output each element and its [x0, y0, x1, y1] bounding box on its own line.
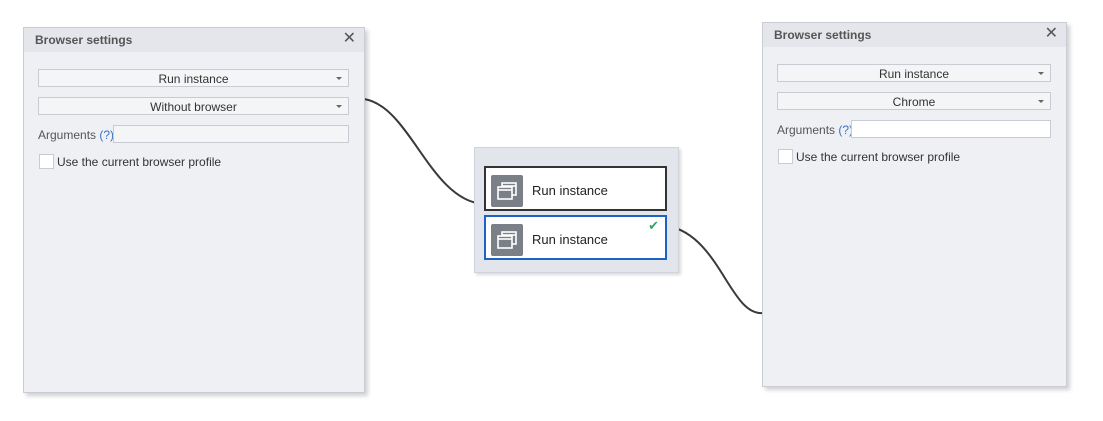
help-link[interactable]: (?)	[99, 128, 115, 142]
close-icon[interactable]: ✕	[342, 30, 356, 47]
chevron-down-icon	[336, 105, 342, 108]
help-link[interactable]: (?)	[838, 123, 854, 137]
panel-title: Browser settings	[35, 33, 133, 47]
arguments-label: Arguments (?)	[38, 128, 115, 142]
browser-settings-panel-left: Browser settings ✕ Run instance Without …	[23, 27, 365, 393]
node-run-instance-selected[interactable]: Run instance ✔	[484, 215, 667, 260]
wire-node-to-right	[667, 225, 764, 315]
panel-title: Browser settings	[774, 28, 872, 42]
use-profile-label: Use the current browser profile	[57, 155, 222, 169]
chevron-down-icon	[1038, 72, 1044, 75]
checkmark-icon: ✔	[648, 218, 659, 233]
close-icon[interactable]: ✕	[1044, 25, 1058, 42]
node-group: Run instance Run instance ✔	[474, 147, 679, 273]
browser-settings-panel-right: Browser settings ✕ Run instance Chrome A…	[762, 22, 1067, 387]
panel-header: Browser settings ✕	[763, 23, 1066, 47]
arguments-input[interactable]	[113, 125, 349, 143]
action-select-value: Run instance	[158, 72, 229, 86]
browser-window-icon	[491, 175, 523, 207]
action-select[interactable]: Run instance	[777, 64, 1051, 82]
browser-select-value: Chrome	[892, 95, 936, 109]
action-select[interactable]: Run instance	[38, 69, 349, 87]
chevron-down-icon	[1038, 100, 1044, 103]
panel-header: Browser settings ✕	[24, 28, 364, 52]
browser-window-icon	[491, 224, 523, 256]
node-label: Run instance	[532, 183, 608, 198]
use-profile-label: Use the current browser profile	[796, 150, 961, 164]
browser-select[interactable]: Chrome	[777, 92, 1051, 110]
action-select-value: Run instance	[878, 67, 950, 81]
use-profile-checkbox[interactable]	[778, 149, 793, 164]
node-label: Run instance	[532, 232, 608, 247]
wire-left-to-node	[363, 98, 484, 205]
use-profile-checkbox[interactable]	[39, 154, 54, 169]
arguments-label: Arguments (?)	[777, 123, 854, 137]
chevron-down-icon	[336, 77, 342, 80]
browser-select[interactable]: Without browser	[38, 97, 349, 115]
browser-select-value: Without browser	[150, 100, 237, 114]
node-run-instance[interactable]: Run instance	[484, 166, 667, 211]
arguments-input[interactable]	[851, 120, 1051, 138]
